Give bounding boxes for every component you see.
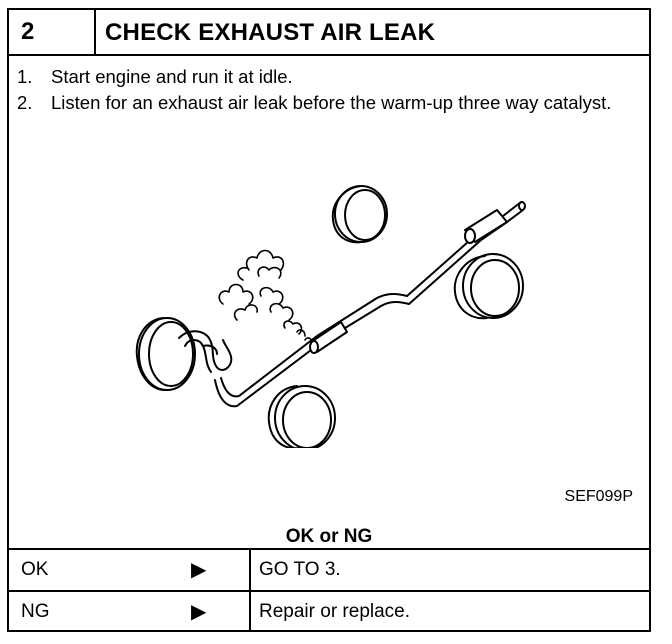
arrow-right-icon: ▶ bbox=[191, 559, 207, 581]
center-muffler bbox=[309, 321, 348, 354]
exhaust-pipe bbox=[214, 201, 526, 408]
instruction-number: 2. bbox=[17, 92, 33, 113]
arrow-right-icon: ▶ bbox=[191, 601, 207, 623]
instruction-list: 1. Start engine and run it at idle. 2. L… bbox=[17, 64, 641, 116]
wheel-rear-right bbox=[453, 253, 524, 320]
result-row-ng: NG ▶ Repair or replace. bbox=[9, 590, 649, 632]
procedure-box: 2 CHECK EXHAUST AIR LEAK 1. Start engine… bbox=[7, 8, 651, 632]
manifold bbox=[178, 330, 233, 373]
result-action: Repair or replace. bbox=[249, 592, 410, 632]
result-label: NG bbox=[21, 601, 50, 622]
exhaust-leak-puffs bbox=[218, 249, 313, 345]
step-title: CHECK EXHAUST AIR LEAK bbox=[105, 19, 436, 46]
result-action: GO TO 3. bbox=[249, 550, 341, 590]
instruction-item: 2. Listen for an exhaust air leak before… bbox=[17, 90, 641, 116]
instruction-text: Listen for an exhaust air leak before th… bbox=[51, 92, 612, 113]
exhaust-system-illustration bbox=[135, 185, 526, 448]
result-label: OK bbox=[21, 559, 49, 580]
figure-code: SEF099P bbox=[564, 488, 633, 505]
wheel-front-left bbox=[135, 317, 196, 391]
result-title: OK or NG bbox=[285, 526, 373, 547]
instruction-number: 1. bbox=[17, 66, 33, 87]
result-row-ok: OK ▶ GO TO 3. bbox=[9, 548, 649, 590]
wheel-rear-left bbox=[331, 185, 388, 244]
instruction-text: Start engine and run it at idle. bbox=[51, 66, 293, 87]
instruction-item: 1. Start engine and run it at idle. bbox=[17, 64, 641, 90]
wheel-front-right bbox=[267, 385, 336, 448]
main-muffler bbox=[464, 201, 526, 244]
step-header: 2 CHECK EXHAUST AIR LEAK bbox=[9, 10, 649, 56]
step-number: 2 bbox=[9, 10, 96, 54]
